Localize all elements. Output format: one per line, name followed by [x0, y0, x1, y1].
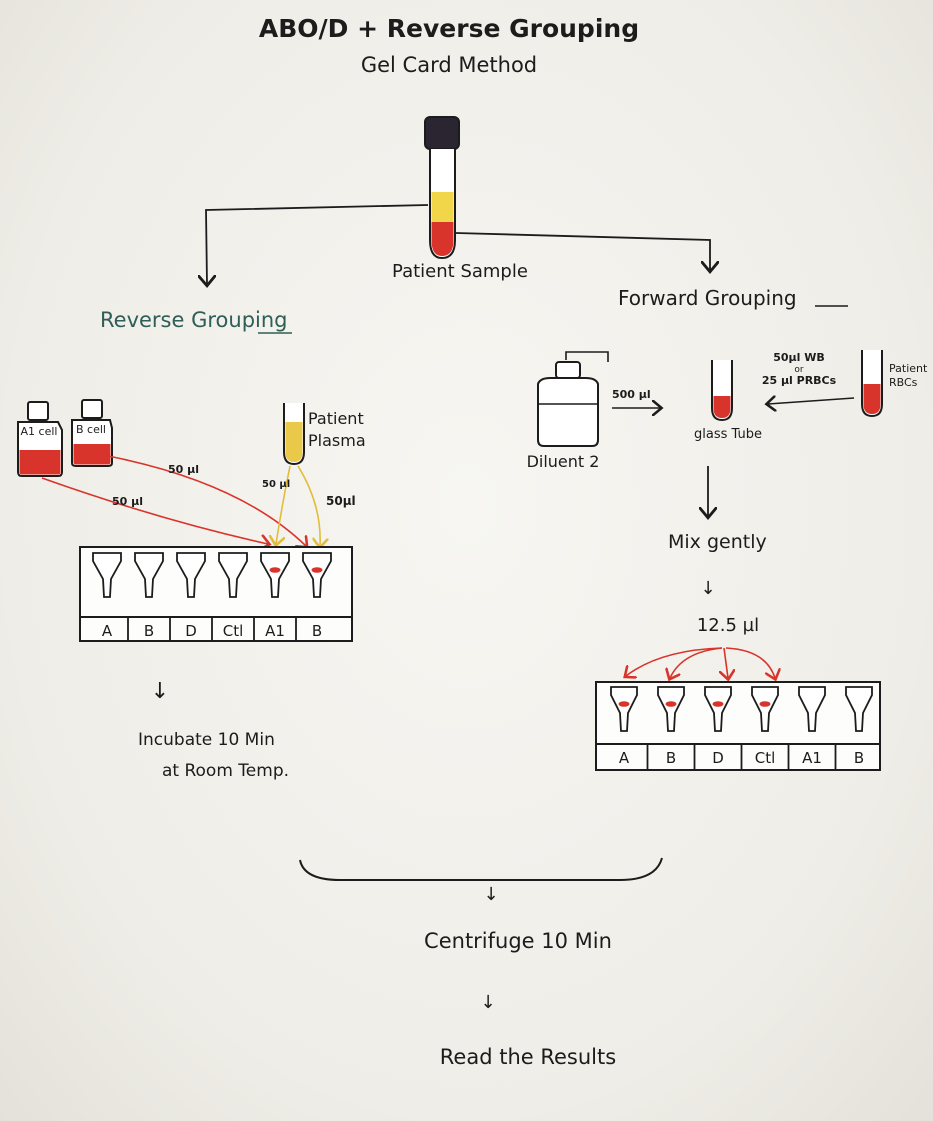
down-arrow-glyph-4: ↓: [480, 992, 495, 1013]
forward-gel-card: A B D Ctl A1 B: [595, 681, 881, 771]
well-reaction-mark: [269, 567, 281, 573]
well-label: B: [144, 622, 154, 640]
arrow-plasma-to-a1: [276, 465, 291, 544]
well-reaction-mark: [311, 567, 323, 573]
reverse-grouping-heading: Reverse Grouping: [100, 308, 288, 332]
well-reaction-mark: [618, 701, 630, 707]
well-label: B: [854, 749, 864, 767]
diluent-bottle: [537, 351, 609, 447]
rbc-label-2: RBCs: [889, 376, 918, 389]
plasma-label-2: Plasma: [308, 431, 366, 450]
well-label: Ctl: [755, 749, 776, 767]
reverse-gel-card: A B D Ctl A1 B: [79, 546, 353, 642]
vol-b-label: 50 µl: [168, 463, 199, 476]
glass-tube-label: glass Tube: [694, 427, 762, 442]
down-arrow-glyph-3: ↓: [483, 884, 498, 905]
merge-bracket: [299, 857, 663, 881]
vol-plasma-right-label: 50µl: [326, 494, 356, 508]
b-cell-bottle: [71, 399, 113, 467]
mix-gently-label: Mix gently: [668, 531, 767, 553]
well-label: B: [312, 622, 322, 640]
glass-tube: [711, 360, 733, 422]
arrow-plasma-to-b: [297, 465, 320, 546]
well-reaction-mark: [759, 701, 771, 707]
incubate-line-2: at Room Temp.: [162, 761, 289, 781]
well-label: D: [712, 749, 724, 767]
arrow-a1-to-card: [41, 477, 268, 544]
well-label: D: [185, 622, 197, 640]
vol-plasma-left-label: 50 µl: [262, 479, 290, 490]
arrow-rbc-to-tube: [768, 398, 855, 404]
down-arrow-glyph-2: ↓: [700, 578, 715, 599]
branch-arrow-forward: [455, 232, 710, 270]
branch-arrow-reverse: [206, 204, 429, 284]
title-line-2: Gel Card Method: [361, 53, 537, 77]
well-label: A: [619, 749, 630, 767]
well-reaction-mark: [665, 701, 677, 707]
gel-well: [845, 686, 873, 732]
title-line-1: ABO/D + Reverse Grouping: [259, 14, 639, 43]
centrifuge-label: Centrifuge 10 Min: [424, 929, 612, 953]
b-bottle-text: B cell: [76, 423, 106, 436]
wb-note-or: or: [794, 365, 804, 375]
gel-well: [751, 686, 779, 732]
patient-sample-tube: [424, 116, 460, 260]
rbc-label-1: Patient: [889, 362, 928, 375]
gel-well: [657, 686, 685, 732]
patient-rbc-tube: [861, 350, 883, 418]
incubate-line-1: Incubate 10 Min: [138, 730, 275, 750]
gel-well: [302, 552, 332, 598]
distribution-arrows: [626, 647, 775, 678]
vol-diluent-label: 500 µl: [612, 388, 651, 401]
arrow-b-to-card: [107, 455, 306, 546]
gel-well: [260, 552, 290, 598]
gel-well: [610, 686, 638, 732]
well-label: A1: [802, 749, 822, 767]
gel-well: [92, 552, 122, 598]
well-label: Ctl: [223, 622, 244, 640]
vol-each-label: 12.5 µl: [697, 615, 759, 636]
read-results-label: Read the Results: [440, 1045, 616, 1069]
well-reaction-mark: [712, 701, 724, 707]
well-label: B: [666, 749, 676, 767]
gel-well: [134, 552, 164, 598]
patient-plasma-tube: [283, 403, 305, 466]
wb-note-1: 50µl WB: [773, 351, 825, 364]
gel-well: [704, 686, 732, 732]
gel-well: [218, 552, 248, 598]
down-arrow-glyph: ↓: [151, 679, 169, 704]
vol-a1-label: 50 µl: [112, 495, 143, 508]
forward-grouping-heading: Forward Grouping: [618, 286, 797, 310]
well-label: A1: [265, 622, 285, 640]
diluent-label: Diluent 2: [527, 452, 600, 471]
patient-sample-label: Patient Sample: [392, 261, 528, 282]
wb-note-2: 25 µl PRBCs: [762, 374, 837, 387]
a1-bottle-text: A1 cell: [21, 425, 58, 438]
well-label: A: [102, 622, 113, 640]
a1-cell-bottle: [17, 401, 63, 477]
gel-well: [798, 686, 826, 732]
plasma-label-1: Patient: [308, 409, 364, 428]
gel-well: [176, 552, 206, 598]
